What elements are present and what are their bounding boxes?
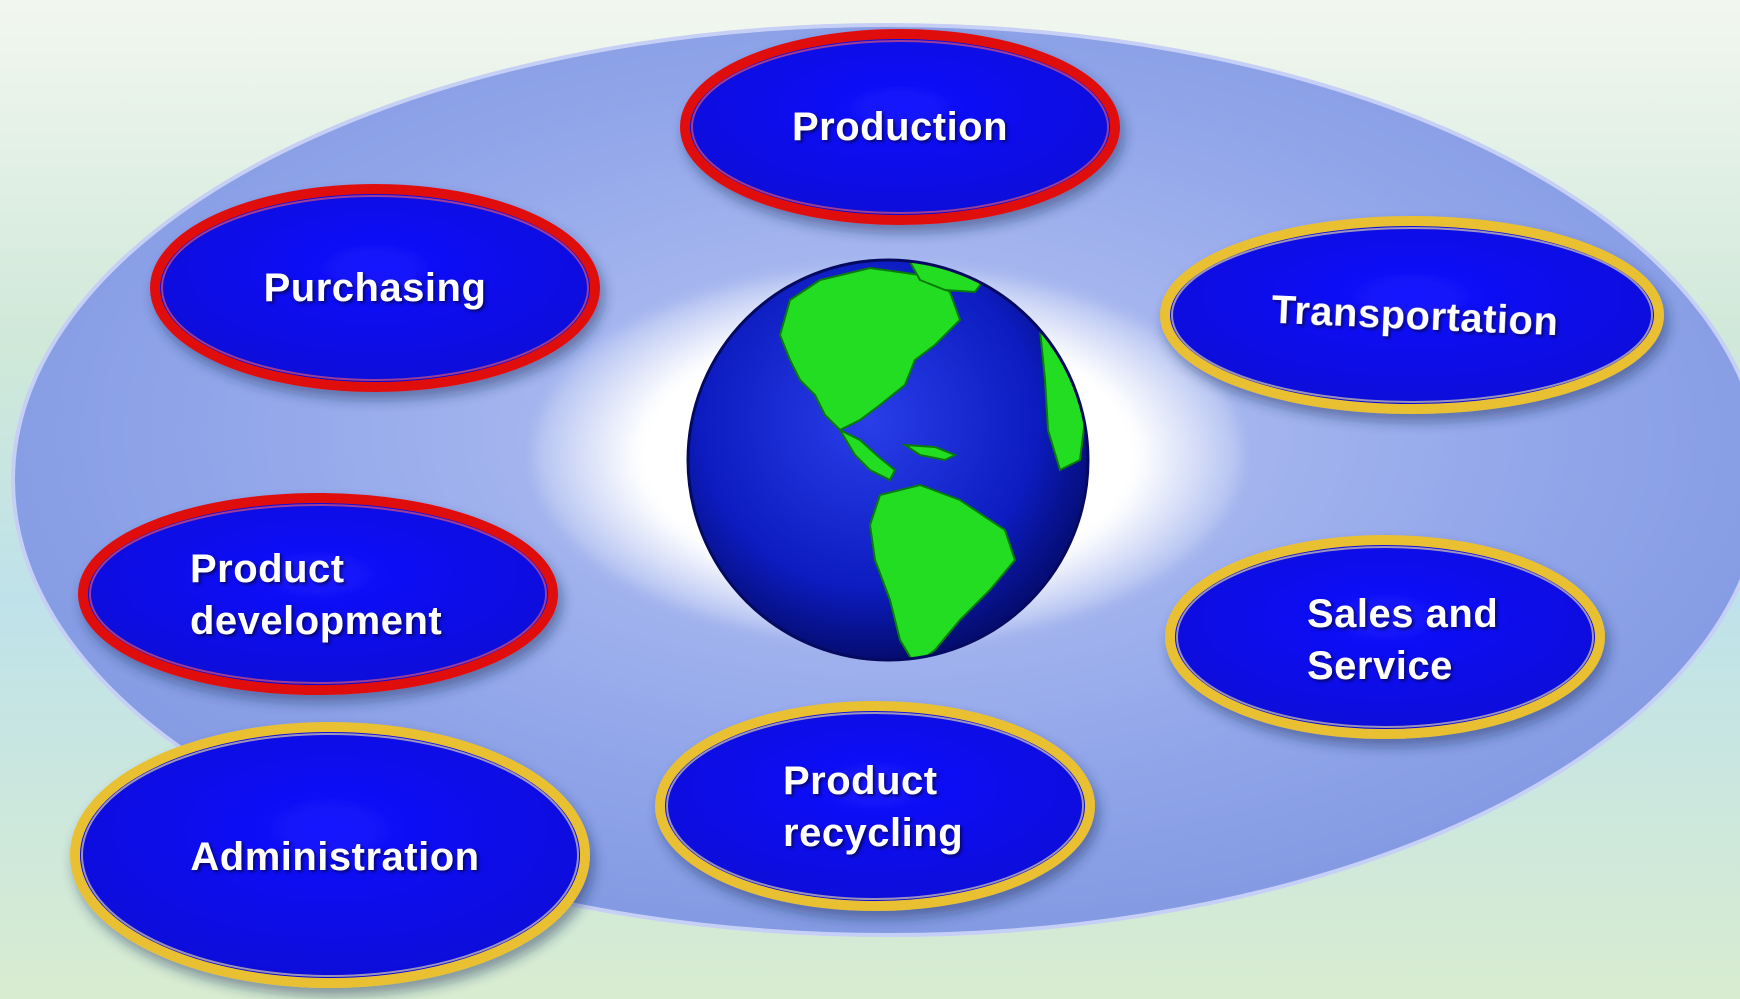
sales-and-service-label: Sales and Service bbox=[1307, 592, 1499, 688]
globe-icon bbox=[686, 258, 1090, 662]
product-development-bubble bbox=[78, 493, 558, 695]
purchasing-bubble bbox=[150, 184, 600, 392]
transportation-bubble bbox=[1160, 216, 1664, 414]
production-label: Production bbox=[791, 105, 1009, 149]
sales-and-service-bubble bbox=[1165, 535, 1605, 739]
product-recycling-label: Product recycling bbox=[783, 759, 964, 855]
purchasing-label: Purchasing bbox=[263, 266, 487, 310]
administration-label: Administration bbox=[190, 835, 480, 879]
product-recycling-bubble bbox=[655, 701, 1095, 911]
production-bubble bbox=[680, 29, 1120, 225]
product-development-label: Product development bbox=[190, 547, 443, 643]
administration-bubble bbox=[70, 722, 590, 988]
